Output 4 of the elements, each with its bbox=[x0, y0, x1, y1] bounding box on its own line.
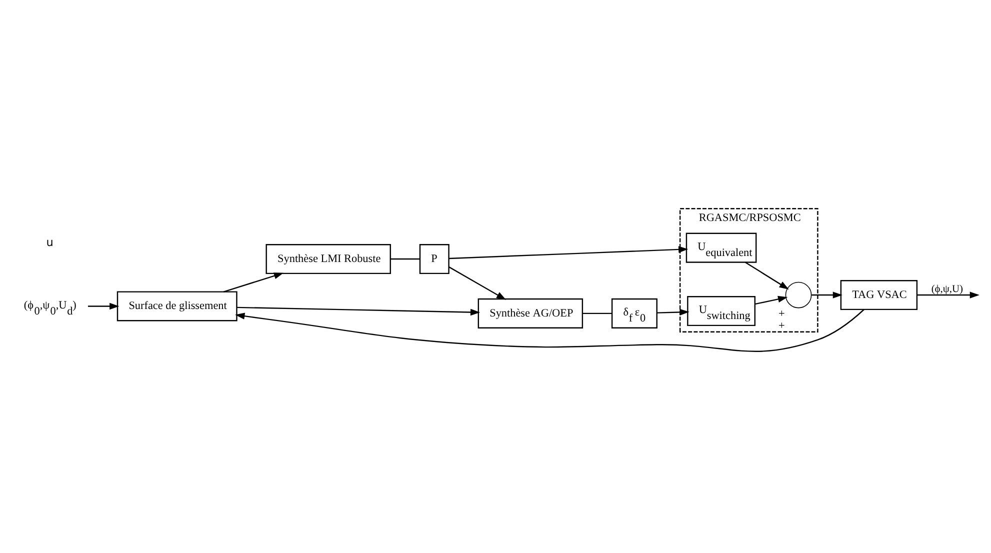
node-label: + bbox=[778, 319, 785, 332]
label: u bbox=[46, 235, 54, 248]
edge-label: (ϕ,ψ,U) bbox=[931, 284, 963, 295]
node-label: + bbox=[778, 307, 785, 320]
